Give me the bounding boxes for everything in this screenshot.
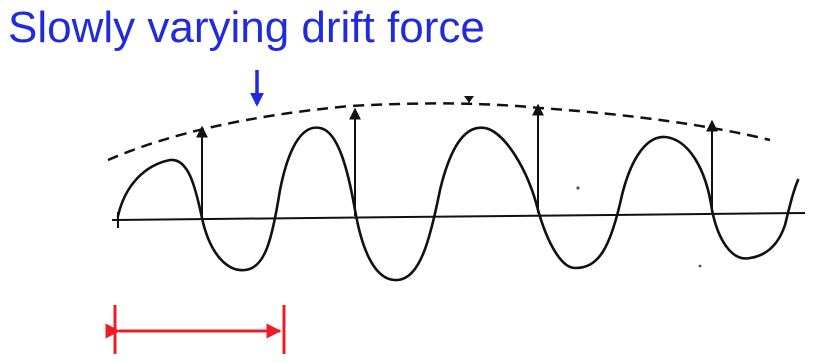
envelope-marker — [464, 96, 474, 103]
speck — [576, 186, 580, 190]
envelope-curve — [107, 102, 771, 162]
baseline — [111, 212, 806, 221]
speck — [698, 264, 702, 268]
wave-curve — [116, 126, 800, 282]
diagram-title: Slowly varying drift force — [8, 3, 485, 52]
